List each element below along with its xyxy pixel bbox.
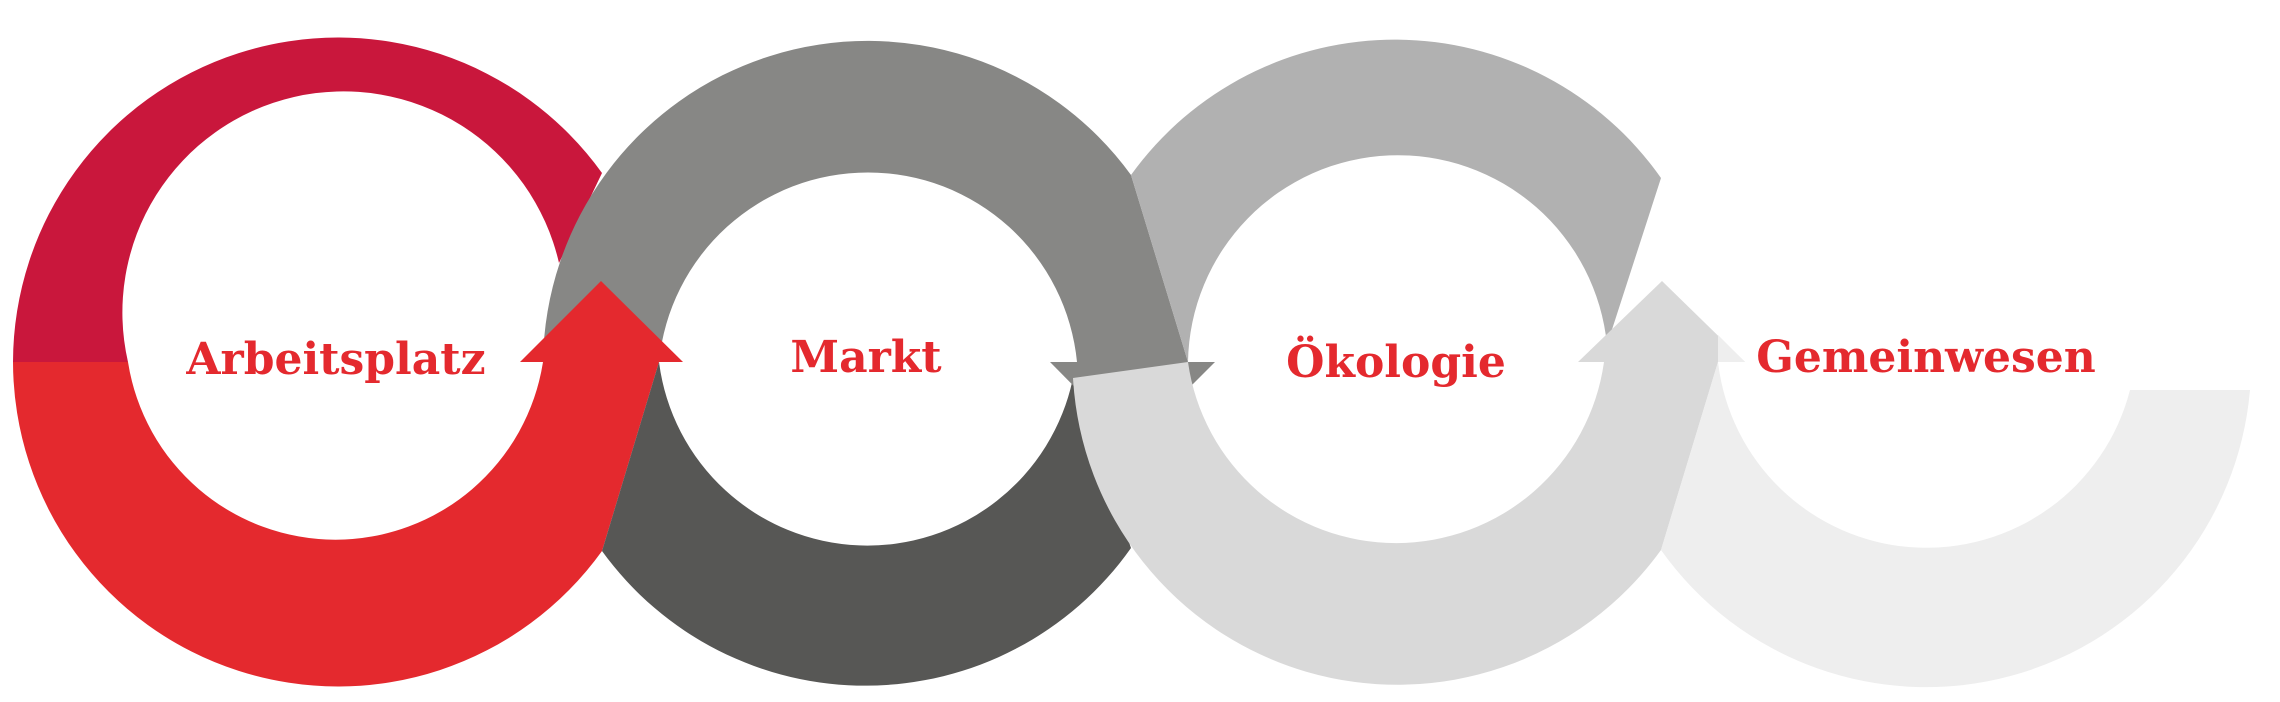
ring-gemeinwesen-arrowhead bbox=[2130, 390, 2250, 448]
ring-gemeinwesen-arrowtail bbox=[1718, 335, 1745, 362]
ring-arbeitsplatz-arrowhead bbox=[520, 281, 683, 362]
ring-gemeinwesen bbox=[1661, 335, 2250, 688]
label-gemeinwesen: Gemeinwesen bbox=[1756, 332, 2095, 383]
ring-markt-bottom-arc bbox=[602, 362, 1131, 686]
ring-oekologie-top-arc bbox=[1131, 39, 1661, 362]
ring-oekologie-arrowhead bbox=[1578, 281, 1745, 362]
ring-gemeinwesen-bottom-arc bbox=[1661, 362, 2250, 688]
ring-arbeitsplatz bbox=[13, 37, 659, 687]
label-markt: Markt bbox=[790, 332, 942, 383]
ring-arbeitsplatz-bottom-arc bbox=[13, 362, 659, 687]
label-arbeitsplatz: Arbeitsplatz bbox=[185, 334, 485, 385]
ring-oekologie bbox=[1073, 39, 1745, 685]
label-oekologie: Ökologie bbox=[1286, 334, 1506, 388]
ring-arbeitsplatz-top-arc bbox=[13, 37, 602, 363]
ring-markt-top-arc bbox=[543, 40, 1188, 363]
ring-oekologie-bottom-arc bbox=[1073, 362, 1718, 685]
